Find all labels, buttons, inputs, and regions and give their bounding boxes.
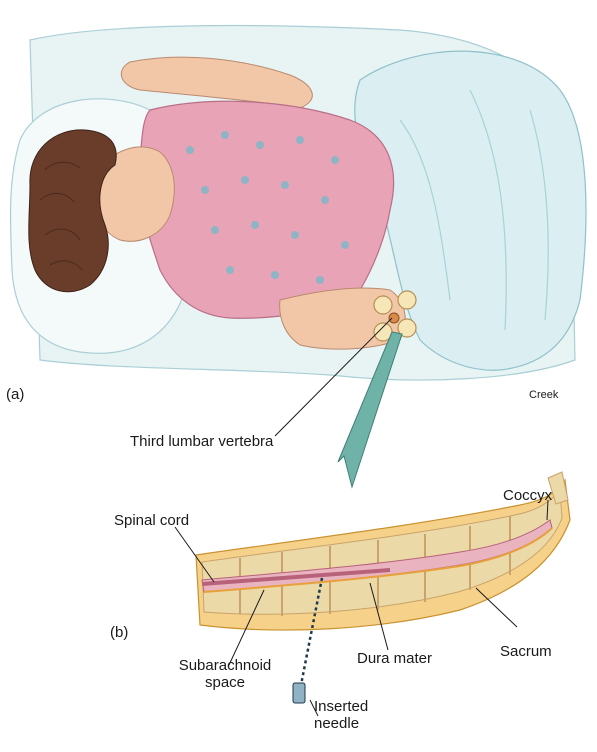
patient-gown (139, 101, 394, 318)
label-subarachnoid-line2: space (166, 674, 284, 691)
label-inserted-line2: needle (314, 715, 368, 732)
label-spinal-cord: Spinal cord (114, 512, 189, 529)
artist-credit: Creek (529, 387, 558, 404)
label-inserted-needle: Inserted needle (314, 698, 368, 732)
patient-illustration (10, 26, 585, 380)
needle-hub (293, 683, 305, 703)
label-subarachnoid-line1: Subarachnoid (166, 657, 284, 674)
label-sacrum: Sacrum (500, 643, 552, 660)
panel-b-label: (b) (110, 624, 128, 641)
label-subarachnoid-space: Subarachnoid space (166, 657, 284, 691)
label-coccyx: Coccyx (503, 487, 552, 504)
label-inserted-line1: Inserted (314, 698, 368, 715)
label-dura-mater: Dura mater (357, 650, 432, 667)
label-third-lumbar-vertebra: Third lumbar vertebra (130, 433, 273, 450)
panel-a-label: (a) (6, 386, 24, 403)
